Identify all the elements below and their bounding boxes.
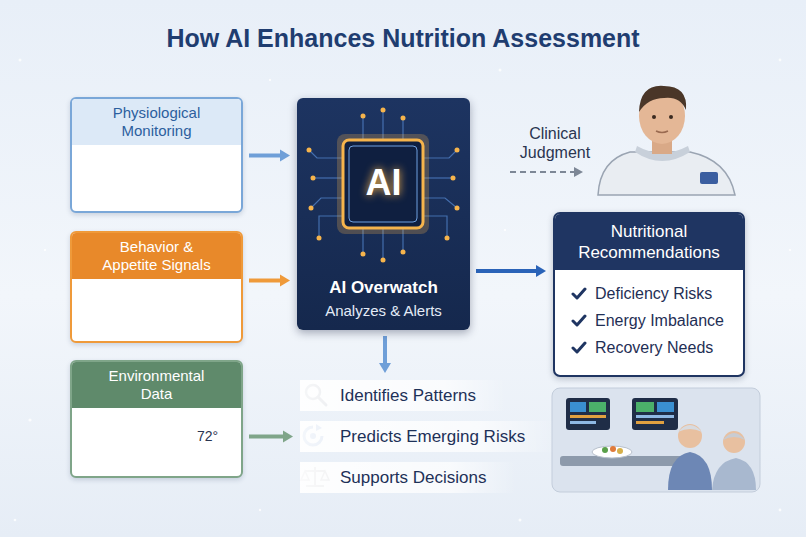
input-box: Environmental Data: [70, 360, 243, 478]
recommendation-item: Deficiency Risks: [569, 284, 731, 304]
band-text: Predicts Emerging Risks: [340, 427, 525, 446]
ai-core-box: AI AI OverwatchAnalyzes & Alerts: [297, 98, 470, 330]
care-scene-illustration: [552, 388, 760, 492]
capability-band: Supports Decisions: [300, 462, 516, 493]
flow-arrow: [249, 275, 290, 287]
flow-arrow: [476, 265, 546, 277]
box-heading: Environmental Data: [72, 362, 241, 408]
arrow-head: [536, 265, 546, 277]
core-title: AI Overwatch: [297, 278, 470, 298]
arrow-shaft: [476, 269, 537, 273]
arrow-head: [283, 431, 293, 443]
clinical-dashed-arrow: [510, 167, 583, 177]
flow-arrow: [249, 150, 290, 162]
box-heading: Nutritional Recommendations: [555, 214, 743, 270]
arrow-shaft: [249, 279, 281, 283]
flow-arrow: [379, 336, 391, 373]
flow-arrow: [249, 431, 293, 443]
diagram-title: How AI Enhances Nutrition Assessment: [0, 24, 806, 53]
input-box: Physiological Monitoring: [70, 97, 243, 213]
input-box: Behavior & Appetite Signals: [70, 231, 243, 343]
recommendation-box: Nutritional RecommendationsDeficiency Ri…: [553, 212, 745, 377]
check-icon: [571, 340, 587, 356]
clinician-astronaut: [598, 86, 735, 195]
arrow-shaft: [249, 154, 281, 158]
core-subtitle: Analyzes & Alerts: [297, 302, 470, 319]
recommendation-item: Recovery Needs: [569, 338, 731, 358]
band-text: Identifies Patterns: [340, 386, 476, 405]
arrow-head: [280, 150, 290, 162]
ai-label: AI: [297, 162, 470, 204]
annotation-label: Clinical Judgment: [505, 124, 605, 162]
check-mark: [573, 316, 585, 325]
snow-dots: [14, 59, 792, 522]
box-heading: Behavior & Appetite Signals: [72, 233, 241, 279]
temperature-reading: 72°: [196, 428, 219, 444]
item-text: Recovery Needs: [595, 339, 713, 356]
arrow-shaft: [249, 435, 284, 439]
item-text: Energy Imbalance: [595, 312, 724, 329]
capability-band: Identifies Patterns: [300, 380, 506, 411]
recommendation-list: Deficiency RisksEnergy ImbalanceRecovery…: [555, 270, 743, 375]
arrow-shaft: [383, 336, 387, 364]
arrow-head: [280, 275, 290, 287]
recommendation-item: Energy Imbalance: [569, 311, 731, 331]
box-heading: Physiological Monitoring: [72, 99, 241, 145]
check-mark: [573, 289, 585, 298]
check-icon: [571, 286, 587, 302]
check-mark: [573, 343, 585, 352]
item-text: Deficiency Risks: [595, 285, 712, 302]
check-icon: [571, 313, 587, 329]
capability-band: Predicts Emerging Risks: [300, 421, 555, 452]
arrow-head: [379, 363, 391, 373]
band-text: Supports Decisions: [340, 468, 486, 487]
